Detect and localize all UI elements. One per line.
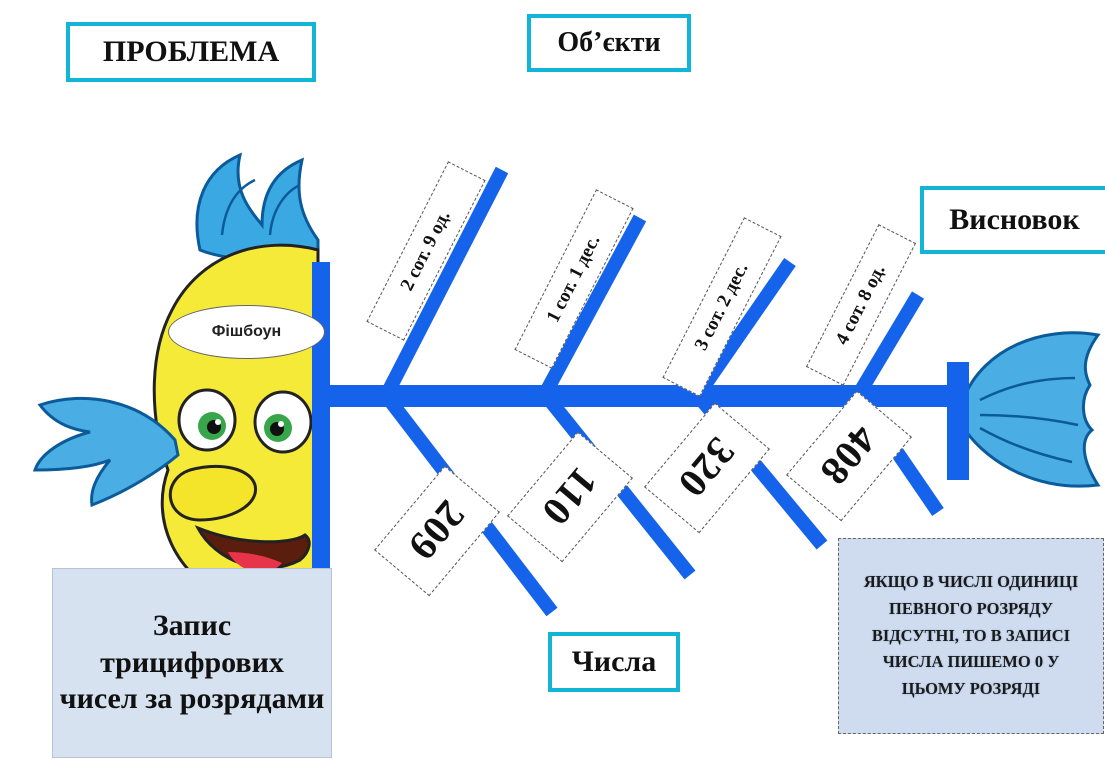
- conclusion-heading: Висновок: [920, 186, 1105, 254]
- upper-bone-1: [381, 166, 509, 396]
- upper-bone-2: [539, 214, 647, 396]
- numbers-heading: Числа: [548, 632, 680, 692]
- upper-bone-3: [694, 258, 796, 396]
- fishbone-title: Фішбоун: [168, 305, 325, 359]
- upper-bone-4: [853, 291, 925, 396]
- problem-description: Запис трицифрових чисел за розрядами: [52, 568, 332, 758]
- objects-heading: Об’єкти: [527, 14, 691, 72]
- fish-head-illustration: [32, 152, 320, 611]
- fish-tail-illustration: [963, 331, 1101, 488]
- conclusion-text: ЯКЩО В ЧИСЛІ ОДИНИЦІ ПЕВНОГО РОЗРЯДУ ВІД…: [838, 538, 1104, 734]
- problem-heading: ПРОБЛЕМА: [66, 22, 316, 82]
